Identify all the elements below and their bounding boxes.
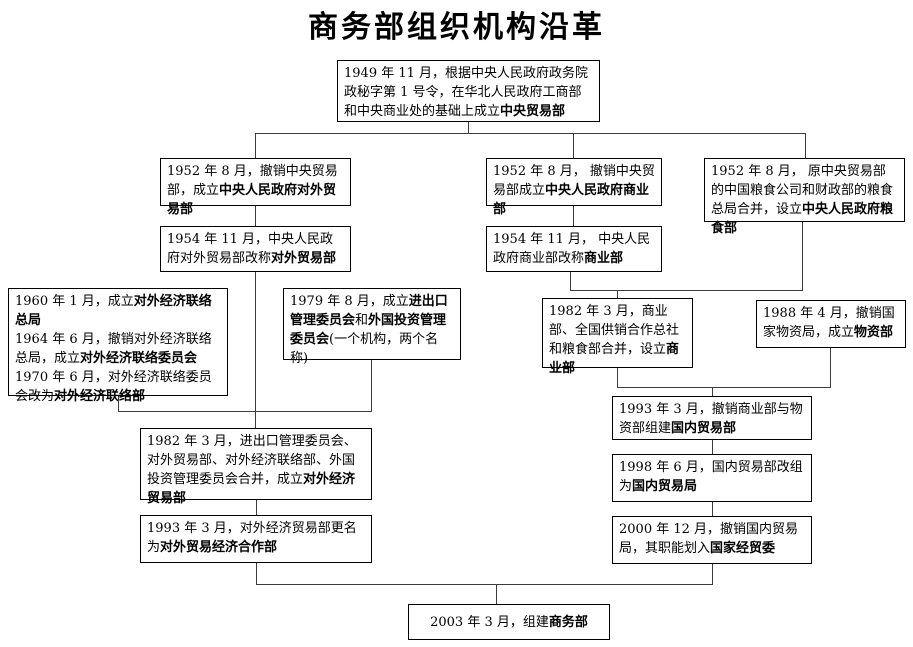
node-text-bold: 进出口管理委员会 [290,294,448,328]
connector-line [712,564,713,584]
connector-line [805,133,806,158]
node-text-bold: 对外经济联络总局 [15,294,212,328]
connector-line [256,584,713,585]
node-1954-foreign-trade-rename: 1954 年 11 月，中央人民政府对外贸易部改称对外贸易部 [160,226,351,272]
node-text: 1952 年 8 月， 撤销中央贸易部成立 [493,164,655,198]
node-text: 和 [355,313,369,328]
node-1993-moftec: 1993 年 3 月，对外经济贸易部更名为对外贸易经济合作部 [140,515,372,563]
node-text: 1982 年 3 月，进出口管理委员会、对外贸易部、对外经济联络部、外国投资管理… [147,434,357,487]
connector-line [118,411,372,412]
node-text-bold: 物资部 [854,325,894,340]
connector-line [118,396,119,411]
connector-line [255,272,256,428]
node-1998-domestic-trade-bureau: 1998 年 6 月，国内贸易部改组为国内贸易局 [612,454,812,502]
node-text-bold: 中央人民政府对外贸易部 [167,183,337,217]
node-text: 1988 年 4 月，撤销国家物资局，成立 [763,306,895,340]
page-title: 商务部组织机构沿革 [308,10,605,45]
node-text-bold: 外国投资管理委员会 [290,313,447,347]
node-1960-foreign-economic-liaison: 1960 年 1 月，成立对外经济联络总局 1964 年 6 月，撤销对外经济联络… [8,288,228,404]
node-text: 1993 年 3 月，对外经济贸易部更名为 [147,521,357,555]
node-1952-food-ministry: 1952 年 8 月， 原中央贸易部的中国粮食公司和财政部的粮食总局合并，设立中… [704,158,905,236]
node-text: 1952 年 8 月， 原中央贸易部的中国粮食公司和财政部的粮食总局合并，设立 [711,164,894,217]
node-text: 1954 年 11 月，中央人民政府对外贸易部改称 [167,232,334,266]
node-text: 1964 年 6 月，撤销对外经济联络总局，成立 [15,332,212,366]
node-text-bold: 商务部 [548,614,588,630]
node-1982-commerce-merge: 1982 年 3 月，商业部、全国供销合作总社和粮食部合并，设立商业部 [542,298,693,376]
node-1949-central-trade-ministry: 1949 年 11 月，根据中央人民政府政务院政秘字第 1 号令，在华北人民政府… [337,60,600,122]
connector-line [256,563,257,584]
connector-line [255,133,256,158]
node-text: 1954 年 11 月， 中央人民政府商业部改称 [493,232,651,266]
node-text-bold: 商业部 [584,251,624,266]
node-1952-foreign-trade-ministry: 1952 年 8 月，撤销中央贸易部，成立中央人民政府对外贸易部 [160,158,351,217]
connector-line [468,122,469,134]
node-text: 1993 年 3 月，撤销商业部与物资部组建 [619,402,803,436]
node-text-bold: 商业部 [549,342,680,376]
node-text-bold: 对外贸易经济合作部 [160,540,278,555]
node-text: 1960 年 1 月，成立 [15,294,134,309]
connector-line [255,133,806,134]
connector-line [496,584,497,604]
connector-line [830,348,831,387]
node-text: (一个机构，两个名称) [290,332,439,366]
connector-line [617,290,618,298]
node-text: 1982 年 3 月，商业部、全国供销合作总社和粮食部合并，设立 [549,304,680,357]
node-1954-commerce-rename: 1954 年 11 月， 中央人民政府商业部改称商业部 [486,226,662,272]
node-text-bold: 对外贸易部 [271,251,337,266]
node-text-bold: 对外经济联络部 [54,389,146,404]
node-text: 1979 年 8 月，成立 [290,294,409,309]
connector-line [712,440,713,454]
node-text: 2003 年 3 月，组建 [430,614,549,630]
connector-line [573,206,574,226]
node-1982-foreign-economic-trade-ministry: 1982 年 3 月，进出口管理委员会、对外贸易部、对外经济联络部、外国投资管理… [140,428,372,506]
connector-line [617,368,618,387]
node-text: 1949 年 11 月，根据中央人民政府政务院政秘字第 1 号令，在华北人民政府… [344,66,589,119]
node-text-bold: 国内贸易部 [671,421,737,436]
connector-line [573,133,574,158]
connector-line [255,206,256,226]
node-text: 2000 年 12 月，撤销国内贸易局，其职能划入 [619,522,799,556]
node-2000-setc: 2000 年 12 月，撤销国内贸易局，其职能划入国家经贸委 [612,516,812,564]
node-1993-domestic-trade-ministry: 1993 年 3 月，撤销商业部与物资部组建国内贸易部 [612,396,812,440]
node-text-bold: 中央贸易部 [500,104,566,119]
node-1952-commerce-ministry: 1952 年 8 月， 撤销中央贸易部成立中央人民政府商业部 [486,158,662,217]
node-text: 1952 年 8 月，撤销中央贸易部，成立 [167,164,338,198]
connector-line [371,360,372,411]
node-text-bold: 中央人民政府粮食部 [711,202,894,236]
node-text-bold: 国家经贸委 [710,541,776,556]
node-text-bold: 对外经济联络委员会 [80,351,198,366]
node-1988-materials-ministry: 1988 年 4 月，撤销国家物资局，成立物资部 [756,300,906,348]
node-text-bold: 国内贸易局 [632,479,698,494]
node-text: 1998 年 6 月，国内贸易部改组为 [619,460,803,494]
connector-line [256,500,257,515]
connector-line [617,387,831,388]
connector-line [802,222,803,290]
connector-line [712,502,713,516]
connector-line [570,290,803,291]
node-text-bold: 对外经济贸易部 [147,472,356,506]
node-text-bold: 中央人民政府商业部 [493,183,650,217]
node-2003-mofcom: 2003 年 3 月，组建商务部 [408,604,610,640]
node-1979-import-export-commission: 1979 年 8 月，成立进出口管理委员会和外国投资管理委员会(一个机构，两个名… [283,288,461,366]
connector-line [570,272,571,290]
connector-line [712,387,713,396]
node-text: 1970 年 6 月，对外经济联络委员会改为 [15,370,212,404]
